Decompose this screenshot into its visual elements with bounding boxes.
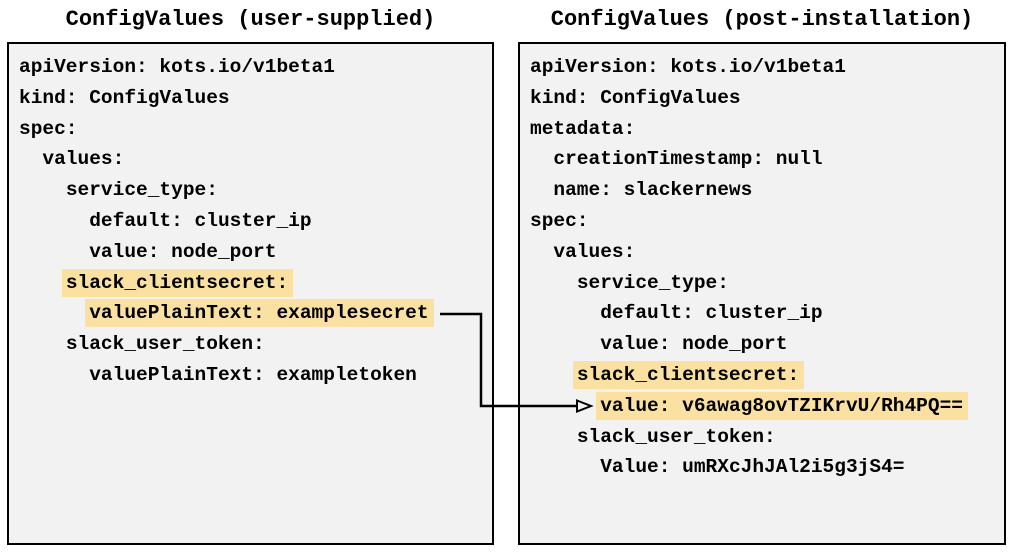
code-line: name: slackernews	[530, 175, 994, 206]
code-line: kind: ConfigValues	[530, 83, 994, 114]
highlighted-code-text: value: v6awag8ovTZIKrvU/Rh4PQ==	[596, 391, 968, 420]
code-text: metadata:	[530, 117, 636, 140]
code-text: default: cluster_ip	[89, 209, 312, 232]
code-line: service_type:	[19, 175, 482, 206]
highlighted-code-text: slack_clientsecret:	[61, 268, 294, 297]
code-text: service_type:	[576, 271, 729, 294]
code-line: valuePlainText: exampletoken	[19, 360, 482, 391]
code-text: spec:	[19, 117, 78, 140]
code-line: valuePlainText: examplesecret	[19, 298, 482, 329]
code-text: kind: ConfigValues	[19, 86, 230, 109]
code-text: value: node_port	[600, 333, 788, 356]
code-text: value: node_port	[89, 240, 277, 263]
code-text: Value: umRXcJhJAl2i5g3jS4=	[600, 456, 905, 479]
code-line: default: cluster_ip	[530, 298, 994, 329]
panel-post-installation: ConfigValues (post-installation) apiVers…	[518, 6, 1006, 545]
code-text: kind: ConfigValues	[530, 86, 741, 109]
code-line: slack_user_token:	[19, 329, 482, 360]
code-line: kind: ConfigValues	[19, 83, 482, 114]
code-line: creationTimestamp: null	[530, 144, 994, 175]
code-line: value: v6awag8ovTZIKrvU/Rh4PQ==	[530, 391, 994, 422]
code-line: value: node_port	[19, 237, 482, 268]
code-line: apiVersion: kots.io/v1beta1	[19, 52, 482, 83]
panel-title-user-supplied: ConfigValues (user-supplied)	[65, 7, 436, 32]
code-text: values:	[42, 148, 125, 171]
code-text: values:	[553, 240, 636, 263]
highlighted-code-text: slack_clientsecret:	[572, 360, 805, 389]
code-line: slack_clientsecret:	[19, 268, 482, 299]
code-text: spec:	[530, 209, 589, 232]
code-line: slack_clientsecret:	[530, 360, 994, 391]
highlighted-code-text: valuePlainText: examplesecret	[85, 299, 434, 328]
code-text: name: slackernews	[553, 179, 753, 202]
code-text: slack_user_token:	[65, 333, 265, 356]
code-text: slack_user_token:	[576, 425, 776, 448]
code-box-user-supplied: apiVersion: kots.io/v1beta1 kind: ConfigV…	[7, 42, 494, 545]
panel-user-supplied: ConfigValues (user-supplied) apiVersion:…	[7, 6, 494, 545]
code-text: apiVersion: kots.io/v1beta1	[530, 56, 846, 78]
code-line: value: node_port	[530, 329, 994, 360]
code-line: Value: umRXcJhJAl2i5g3jS4=	[530, 452, 994, 483]
code-line: slack_user_token:	[530, 422, 994, 453]
panel-title-post-installation: ConfigValues (post-installation)	[550, 7, 974, 32]
code-line: spec:	[530, 206, 994, 237]
code-line: metadata:	[530, 114, 994, 145]
code-line: service_type:	[530, 268, 994, 299]
code-text: creationTimestamp: null	[553, 148, 823, 171]
code-text: service_type:	[65, 179, 218, 202]
code-line: default: cluster_ip	[19, 206, 482, 237]
code-text: valuePlainText: exampletoken	[89, 363, 417, 386]
code-box-post-installation: apiVersion: kots.io/v1beta1 kind: ConfigV…	[518, 42, 1006, 545]
code-text: apiVersion: kots.io/v1beta1	[19, 56, 335, 78]
code-line: values:	[19, 144, 482, 175]
code-text: default: cluster_ip	[600, 302, 823, 325]
code-line: spec:	[19, 114, 482, 145]
code-line: apiVersion: kots.io/v1beta1	[530, 52, 994, 83]
code-line: values:	[530, 237, 994, 268]
